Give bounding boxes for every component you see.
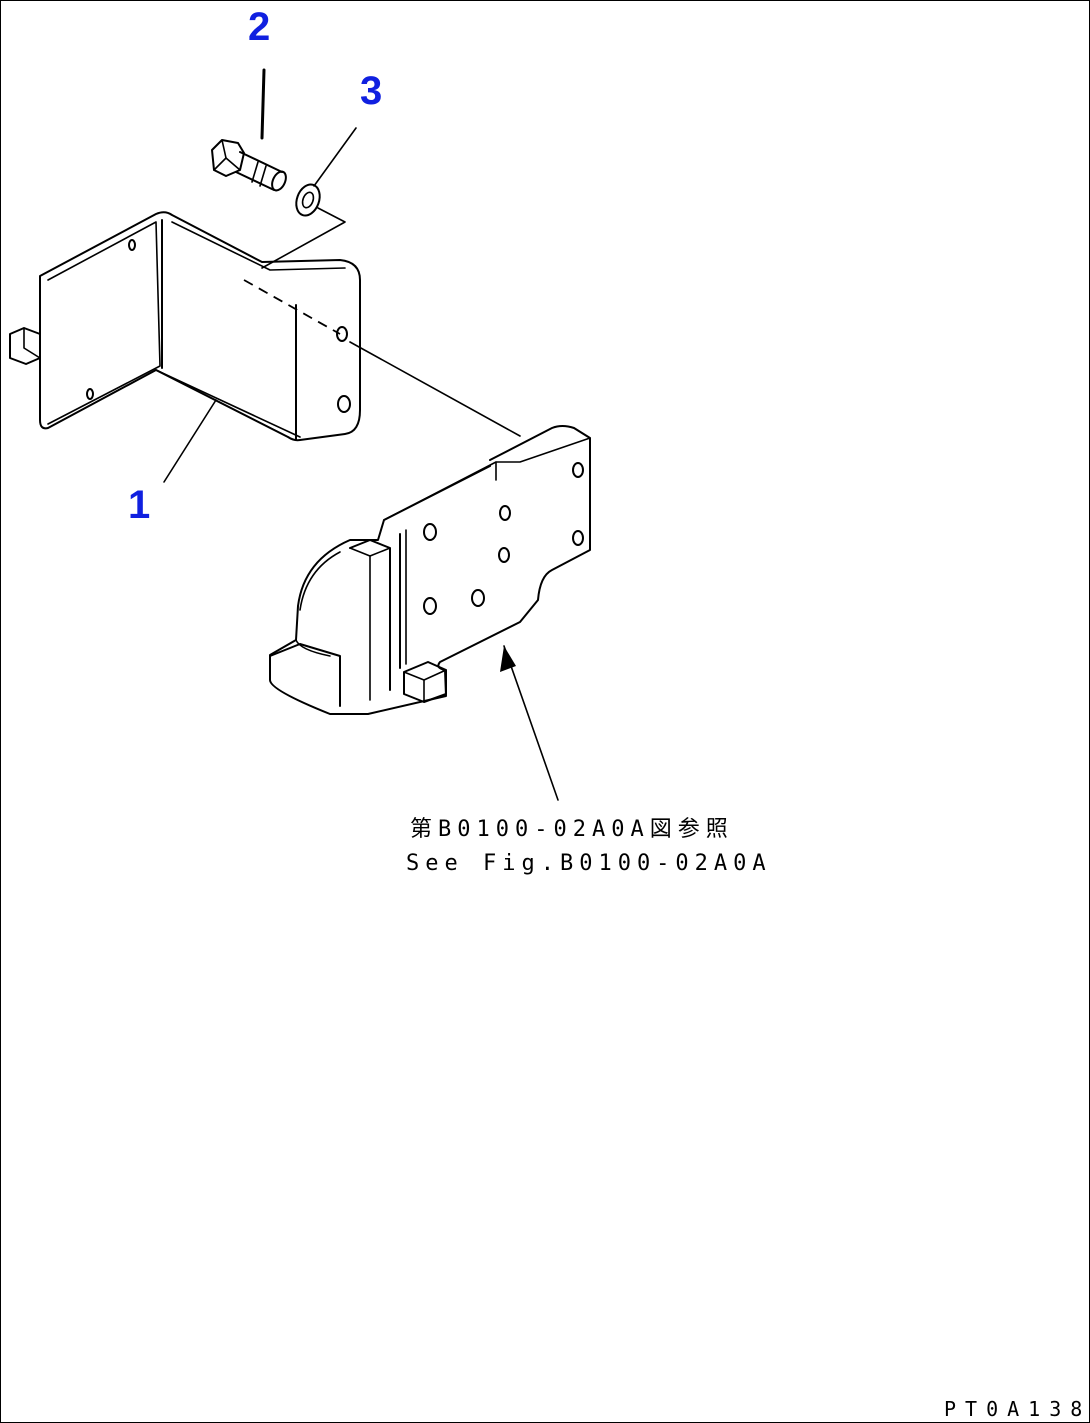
figure-code: PT0A138 [944,1397,1090,1421]
assembly-line-hidden [243,279,341,335]
assembly-line-washer [261,207,346,269]
callout-2: 2 [248,5,270,49]
reference-leader [500,645,559,801]
callout-1: 1 [128,483,150,527]
reference-text-jp: 第B0100-02A0A図参照 [410,817,734,842]
mount-block [269,425,591,715]
bolt [211,139,287,192]
callout-3: 3 [360,69,382,113]
reference-text-en: See Fig.B0100-02A0A [406,851,772,876]
bracket [9,211,361,442]
callout-leader-3 [313,127,357,187]
assembly-line-bracket [349,341,521,437]
callout-leader-1 [163,399,217,483]
washer [295,183,321,217]
callout-leader-2 [260,68,266,140]
